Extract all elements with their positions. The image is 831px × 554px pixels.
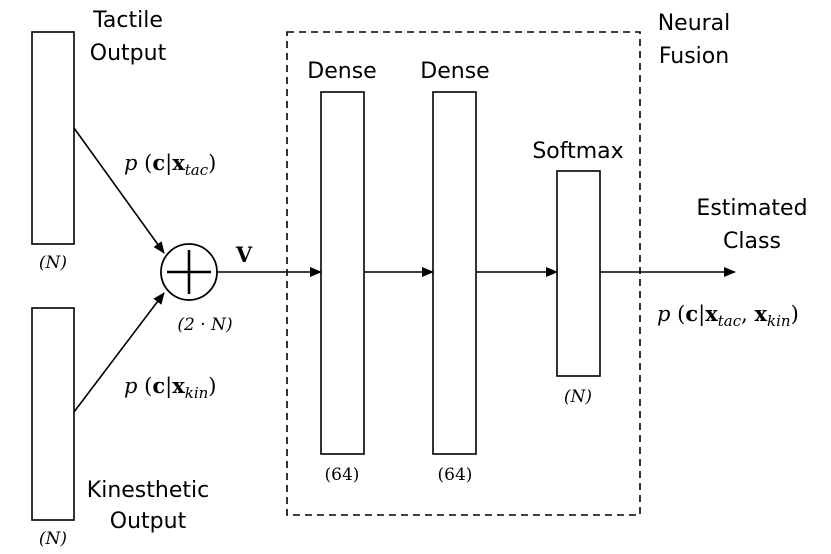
dense-layer-1 bbox=[320, 91, 365, 455]
tactile-probability-label: p (c|xtac) bbox=[124, 150, 216, 179]
neural-fusion-label-line1: Neural bbox=[658, 11, 731, 36]
dense-layer-2-size: (64) bbox=[438, 465, 473, 485]
kinesthetic-output-block bbox=[31, 307, 75, 521]
output-probability-label: p (c|xtac, xkin) bbox=[657, 301, 799, 330]
tactile-output-block bbox=[31, 31, 75, 245]
kinesthetic-to-concat-arrow bbox=[73, 292, 165, 413]
neural-fusion-frame bbox=[286, 31, 641, 516]
estimated-class-label-line1: Estimated bbox=[696, 196, 807, 221]
dense-layer-1-size: (64) bbox=[325, 465, 360, 485]
kinesthetic-output-label-line1: Kinesthetic bbox=[87, 478, 209, 503]
tactile-output-label-line2: Output bbox=[90, 41, 167, 66]
tactile-to-concat-arrow bbox=[73, 127, 165, 254]
dense-layer-2 bbox=[432, 91, 477, 455]
tactile-output-size: (N) bbox=[39, 253, 67, 273]
kinesthetic-probability-label: p (c|xkin) bbox=[124, 373, 217, 402]
tactile-output-label-line1: Tactile bbox=[92, 8, 163, 33]
softmax-layer bbox=[556, 170, 601, 377]
dense-layer-1-label: Dense bbox=[307, 59, 376, 84]
softmax-layer-label: Softmax bbox=[532, 139, 623, 164]
dense-layer-2-label: Dense bbox=[420, 59, 489, 84]
concatenation-node bbox=[160, 243, 218, 301]
concat-vector-label: V bbox=[235, 242, 253, 267]
neural-fusion-label-line2: Fusion bbox=[659, 44, 729, 69]
concat-size-label: (2 · N) bbox=[177, 315, 232, 335]
kinesthetic-output-label-line2: Output bbox=[110, 509, 187, 534]
estimated-class-label-line2: Class bbox=[723, 229, 781, 254]
softmax-layer-size: (N) bbox=[564, 387, 592, 407]
kinesthetic-output-size: (N) bbox=[39, 529, 67, 549]
